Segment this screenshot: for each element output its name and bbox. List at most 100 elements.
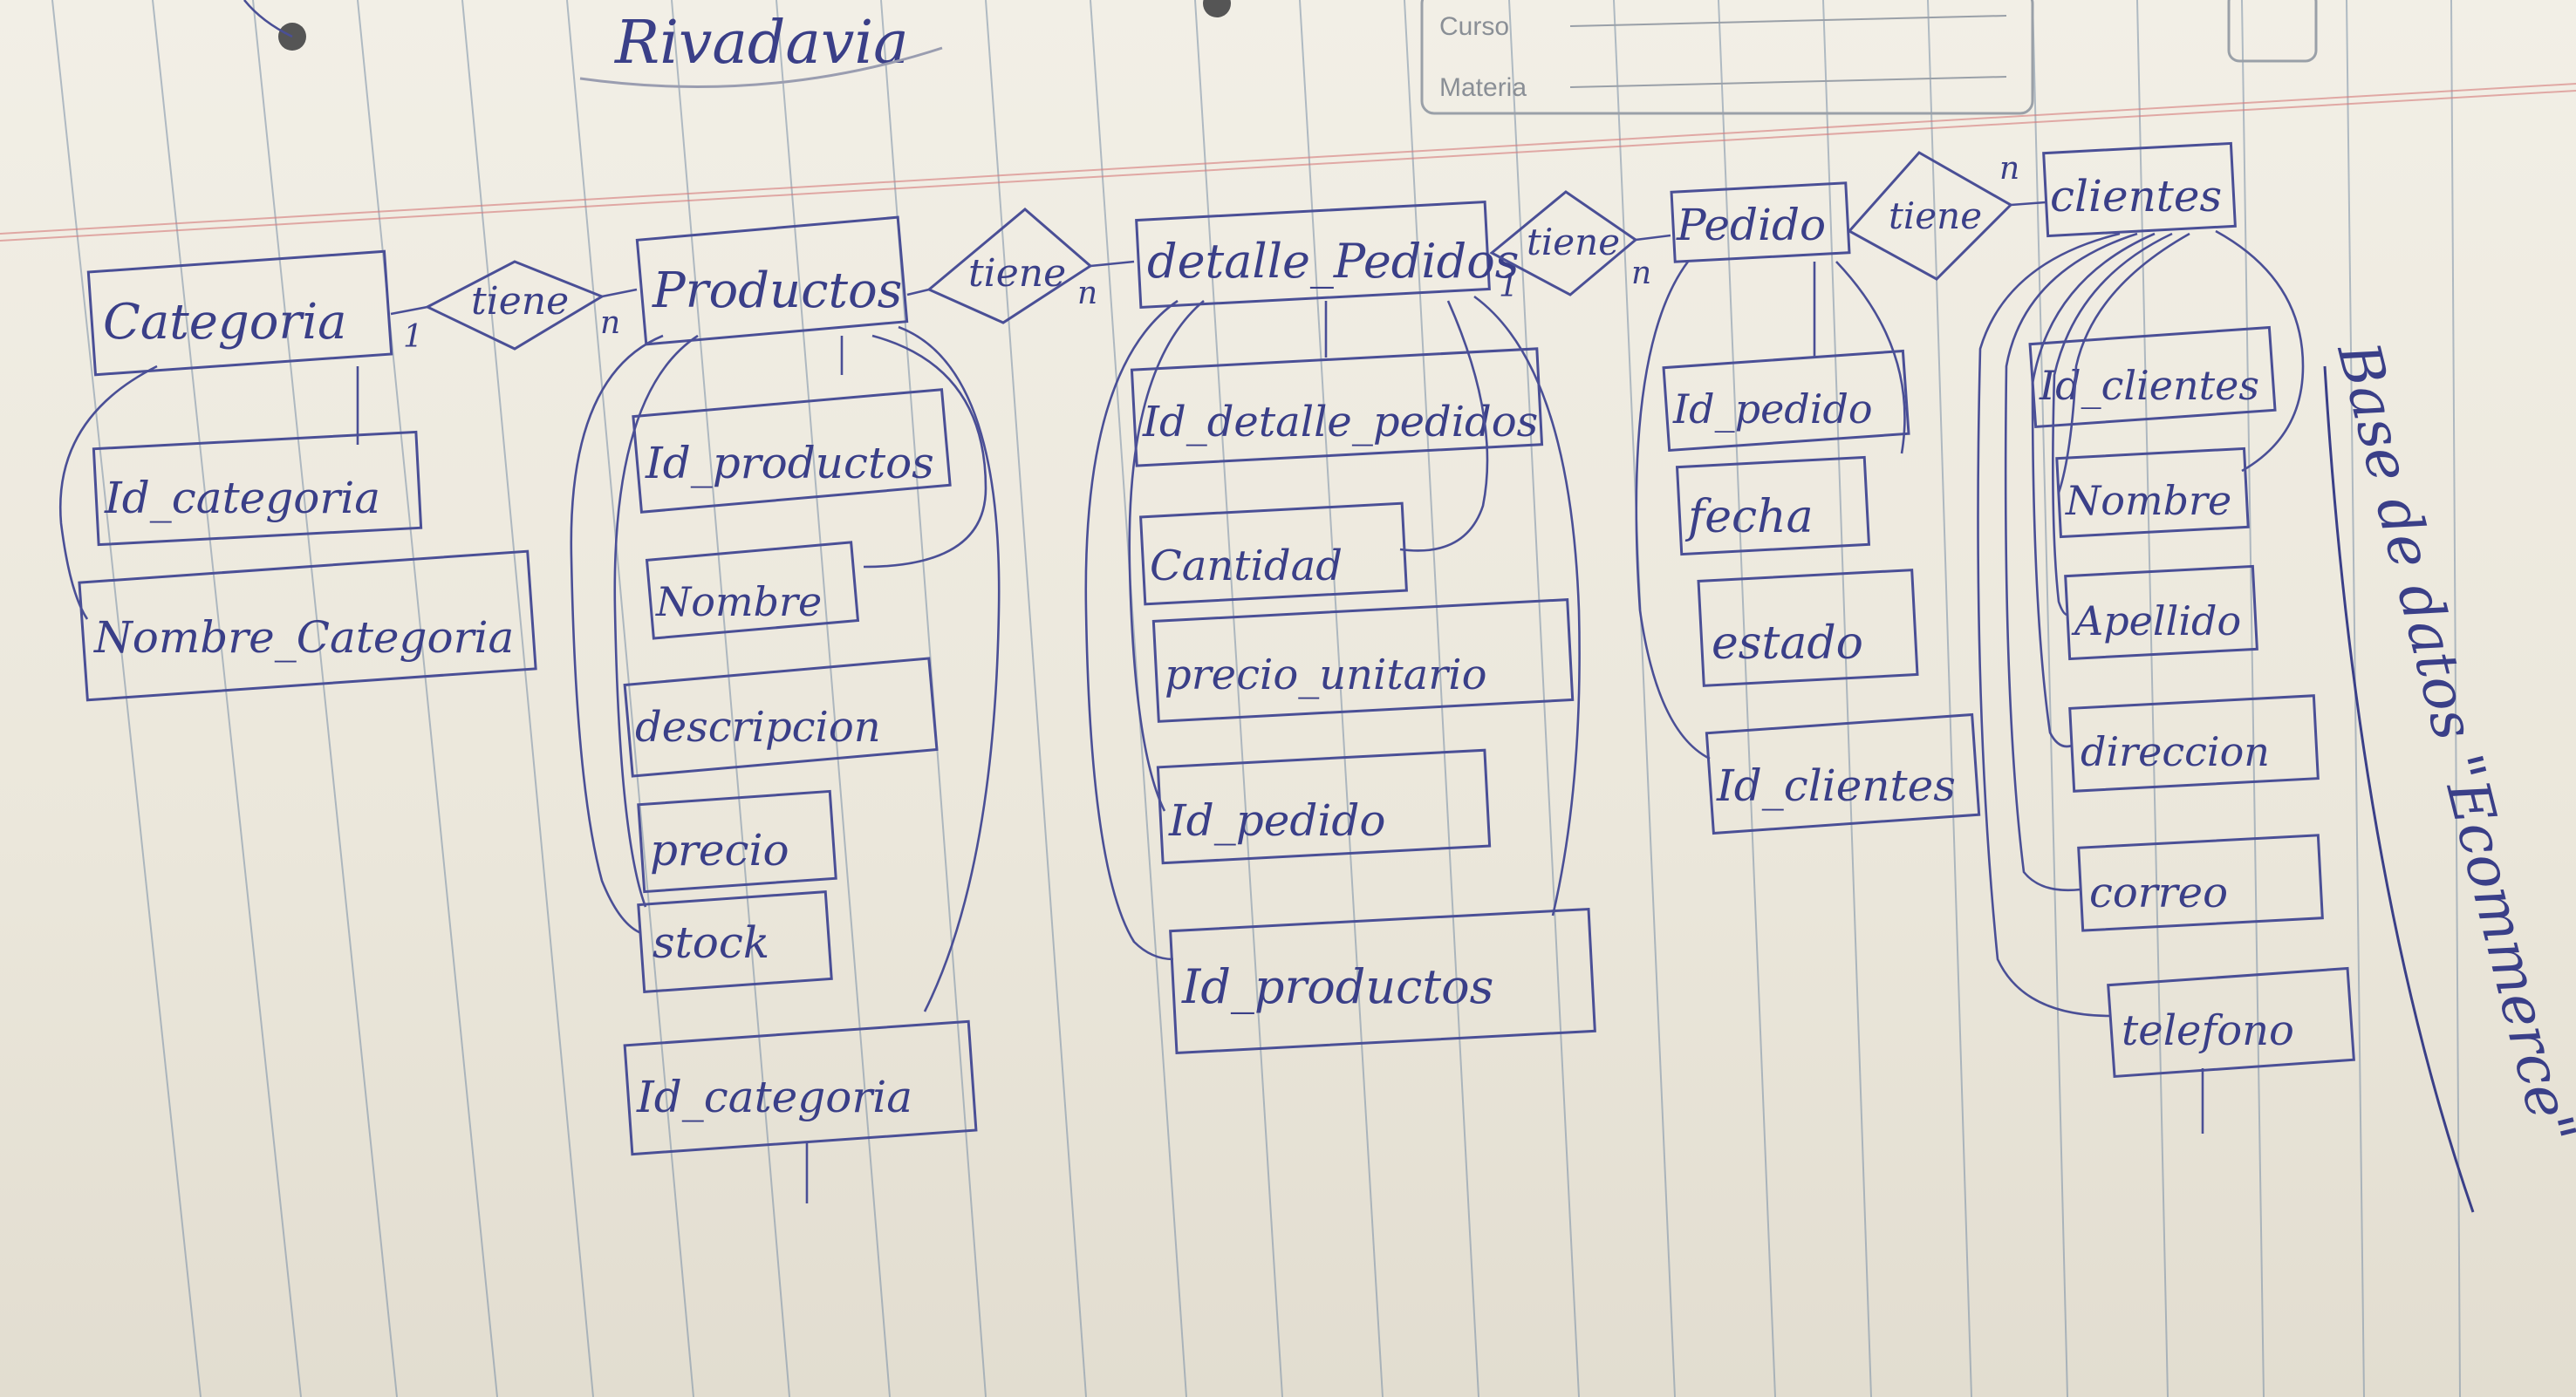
relationship-line <box>390 305 428 316</box>
attribute-link <box>2057 232 2190 494</box>
attribute-box <box>623 1019 978 1156</box>
attribute-label: descripcion <box>635 703 881 752</box>
entity-title: Pedido <box>1676 200 1826 250</box>
attribute-label: Cantidad <box>1150 542 1343 590</box>
attribute-box <box>2107 966 2355 1079</box>
entity-box <box>1135 201 1491 309</box>
attribute-link <box>2004 232 2138 892</box>
page-header: Rivadavia Curso Materia <box>243 0 2318 115</box>
attribute-link <box>898 325 1001 1012</box>
cardinality-label: n <box>600 305 620 341</box>
attribute-label: Id_clientes <box>2039 362 2259 409</box>
attribute-box <box>1130 347 1544 467</box>
attribute-link <box>613 334 699 908</box>
attribute-label: Id_productos <box>1181 959 1493 1014</box>
relationship-line <box>1635 234 1671 242</box>
attribute-box <box>1705 712 1981 835</box>
relationship-3: tiene 1 n <box>1489 190 1671 304</box>
entity-title: Categoria <box>103 294 347 351</box>
attribute-box <box>78 549 537 702</box>
attribute-box <box>2068 694 2320 793</box>
attribute-label: Id_categoria <box>104 473 380 523</box>
cardinality-label: n <box>1631 256 1651 291</box>
attribute-box <box>2077 834 2324 932</box>
header-fields-frame <box>1420 0 2034 115</box>
materia-line <box>1569 76 2007 88</box>
cardinality-label: 1 <box>1499 269 1519 304</box>
cardinality-label: n <box>1999 151 2019 187</box>
attribute-box <box>1139 501 1408 606</box>
attribute-label: Nombre <box>655 578 822 625</box>
attribute-link <box>1128 300 1205 812</box>
attribute-label: Id_categoria <box>636 1072 912 1122</box>
attribute-label: correo <box>2089 869 2228 917</box>
attribute-box <box>1675 455 1871 556</box>
attribute-box <box>623 657 939 778</box>
entity-box <box>635 215 909 346</box>
attribute-box <box>92 430 423 547</box>
attribute-link <box>2052 232 2173 617</box>
entity-clientes: clientes Id_clientes Nombre Apellido dir… <box>1977 141 2355 1134</box>
attribute-label: Nombre_Categoria <box>93 612 514 663</box>
attribute-link <box>570 334 664 935</box>
corner-box <box>2227 0 2318 63</box>
attribute-link <box>1399 300 1489 552</box>
attribute-link <box>2215 229 2305 473</box>
cardinality-label: n <box>1077 276 1097 311</box>
attribute-box <box>2064 564 2258 661</box>
entity-productos: Productos Id_productos Nombre descripcio… <box>570 215 1001 1203</box>
relationship-line <box>1090 260 1135 268</box>
entity-box <box>1670 181 1851 263</box>
entity-box <box>86 249 393 377</box>
title-underline <box>2323 365 2475 1213</box>
attribute-box <box>645 541 860 640</box>
brand-flourish <box>579 46 943 88</box>
attribute-label: direccion <box>2081 728 2270 775</box>
entity-detalle-pedidos: detalle_Pedidos Id_detalle_pedidos Canti… <box>1084 201 1596 1055</box>
cardinality-label: 1 <box>403 319 423 355</box>
relationship-2: tiene n <box>906 208 1135 324</box>
materia-label: Materia <box>1439 73 1527 102</box>
attribute-label: fecha <box>1684 491 1814 543</box>
relationship-4: tiene n <box>1847 151 2046 281</box>
attribute-box <box>1151 598 1575 723</box>
attribute-label: estado <box>1712 617 1863 670</box>
attribute-box <box>632 388 952 514</box>
binder-hole <box>1203 0 1231 17</box>
entity-categoria: Categoria Id_categoria Nombre_Categoria <box>58 249 537 702</box>
relationship-line <box>906 288 930 296</box>
attribute-box <box>1169 907 1596 1055</box>
attribute-label: Id_productos <box>645 438 934 488</box>
relationship-label: tiene <box>968 251 1066 296</box>
attribute-link <box>2031 232 2156 748</box>
attribute-link <box>1635 261 1711 760</box>
attribute-label: Id_clientes <box>1716 760 1956 811</box>
attribute-box <box>1662 349 1910 453</box>
attribute-label: Id_detalle_pedidos <box>1142 398 1538 446</box>
attribute-label: Id_pedido <box>1672 385 1873 433</box>
attribute-link <box>1084 299 1179 961</box>
curso-line <box>1569 15 2007 27</box>
attribute-box <box>2055 446 2250 539</box>
attribute-link <box>1977 232 2121 1018</box>
entity-box <box>2042 141 2237 238</box>
binder-ring <box>243 0 293 38</box>
brand-logo: Rivadavia <box>613 9 909 78</box>
side-title: Base de datos "Ecommerce" <box>2323 335 2576 1213</box>
attribute-label: Id_pedido <box>1168 795 1385 846</box>
attribute-link <box>1835 261 1906 454</box>
relationship-line <box>2010 201 2046 207</box>
entity-title: detalle_Pedidos <box>1147 234 1519 289</box>
attribute-link <box>58 365 158 620</box>
relationship-label: tiene <box>1889 194 1982 237</box>
relationship-label: tiene <box>471 279 569 324</box>
attribute-label: Apellido <box>2071 597 2241 644</box>
relationship-1: tiene 1 n <box>390 260 638 355</box>
attribute-box <box>637 889 833 993</box>
attribute-label: precio_unitario <box>1165 651 1487 699</box>
attribute-label: telefono <box>2122 1006 2294 1055</box>
attribute-link <box>863 334 987 569</box>
